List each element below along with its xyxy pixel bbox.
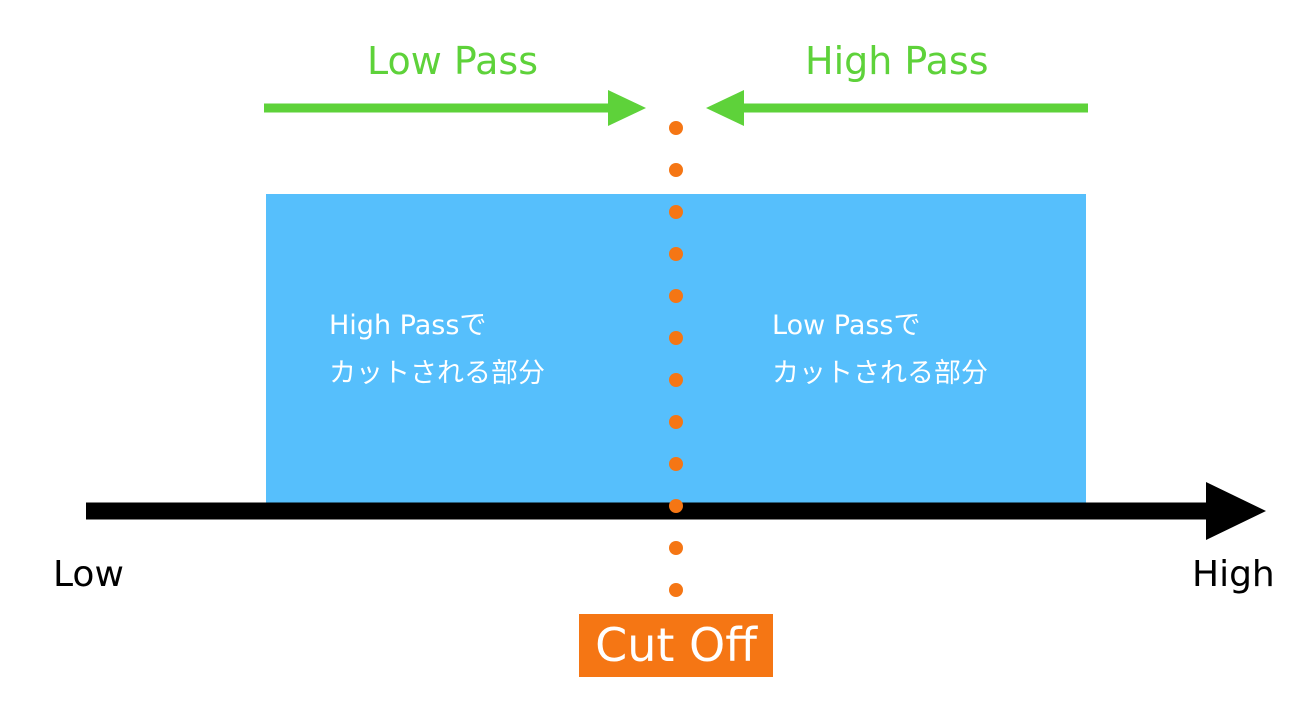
axis-high-label: High bbox=[1192, 554, 1275, 595]
cutoff-dot bbox=[669, 583, 683, 597]
cutoff-badge: Cut Off bbox=[579, 614, 773, 677]
high-pass-label: High Pass bbox=[805, 39, 989, 83]
cutoff-dot bbox=[669, 163, 683, 177]
right-region-line-2: カットされる部分 bbox=[772, 358, 988, 389]
cutoff-dot bbox=[669, 457, 683, 471]
left-region-line-1: High Passで bbox=[329, 310, 487, 341]
right-region-line-1: Low Passで bbox=[772, 310, 921, 341]
cutoff-dot bbox=[669, 247, 683, 261]
frequency-band-block bbox=[266, 194, 1086, 506]
cutoff-dotted-line bbox=[669, 121, 683, 597]
axis-low-label: Low bbox=[53, 554, 124, 595]
left-region-line-2: カットされる部分 bbox=[329, 358, 545, 389]
cutoff-dot bbox=[669, 289, 683, 303]
right-region-caption: Low Passで カットされる部分 bbox=[772, 302, 988, 398]
high-pass-arrowhead bbox=[706, 90, 744, 126]
cutoff-dot bbox=[669, 499, 683, 513]
cutoff-dot bbox=[669, 121, 683, 135]
cutoff-dot bbox=[669, 373, 683, 387]
low-pass-arrowhead bbox=[608, 90, 646, 126]
cutoff-dot bbox=[669, 415, 683, 429]
cutoff-dot bbox=[669, 205, 683, 219]
cutoff-dot bbox=[669, 541, 683, 555]
frequency-axis-arrowhead bbox=[1206, 482, 1266, 540]
low-pass-label: Low Pass bbox=[367, 39, 538, 83]
left-region-caption: High Passで カットされる部分 bbox=[329, 302, 545, 398]
cutoff-dot bbox=[669, 331, 683, 345]
